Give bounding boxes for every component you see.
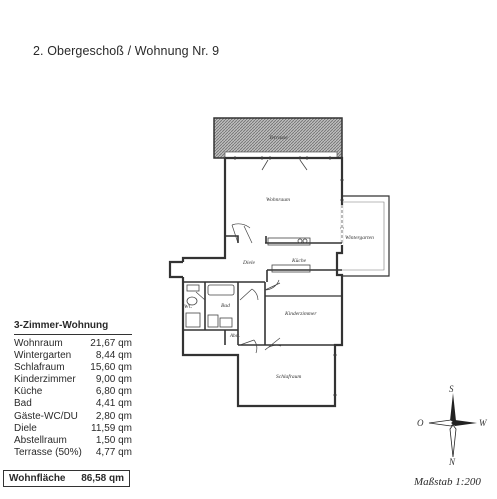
window-marks	[234, 156, 344, 396]
bathroom-fittings	[185, 284, 235, 328]
room-area: 8,44 qm	[95, 350, 132, 362]
total-area-box: Wohnfläche 86,58 qm	[3, 470, 130, 487]
area-table-row: Terrasse (50%) 4,77 qm	[14, 447, 132, 459]
winter-garden	[340, 195, 390, 277]
room-area: 2,80 qm	[95, 410, 132, 422]
room-name: Diele	[14, 422, 37, 434]
room-name: Schlafraum	[14, 362, 65, 374]
room-name: Kinderzimmer	[14, 374, 76, 386]
terrace	[213, 117, 343, 159]
area-table-row: Küche 6,80 qm	[14, 386, 132, 398]
room-area: 15,60 qm	[90, 362, 132, 374]
room-label-schlafraum: Schlafraum	[276, 373, 301, 380]
scale-label: Maßstab 1:200	[414, 476, 481, 488]
room-label-diele: Diele	[242, 260, 255, 266]
compass-north-label: N	[448, 457, 456, 465]
room-name: Küche	[14, 386, 43, 398]
area-table-row: Kinderzimmer 9,00 qm	[14, 374, 132, 386]
area-table-row: Wohnraum 21,67 qm	[14, 338, 132, 350]
compass-west-label: W	[479, 418, 488, 428]
area-table-row: Diele 11,59 qm	[14, 423, 132, 435]
compass-east-label: O	[417, 418, 424, 428]
total-area-label: Wohnfläche	[9, 473, 66, 484]
area-table-row: Schlafraum 15,60 qm	[14, 362, 132, 374]
room-label-wc: WC	[184, 304, 193, 310]
room-name: Abstellraum	[14, 434, 67, 446]
room-label-abst: Abst.	[229, 334, 240, 339]
room-name: Gäste-WC/DU	[14, 410, 78, 422]
room-area: 4,77 qm	[95, 446, 132, 458]
room-name: Bad	[14, 398, 32, 410]
kitchen-fittings	[267, 237, 311, 273]
area-table-row: Wintergarten 8,44 qm	[14, 350, 132, 362]
area-table-row: Gäste-WC/DU 2,80 qm	[14, 411, 132, 423]
room-name: Wohnraum	[14, 338, 63, 349]
room-area: 11,59 qm	[91, 422, 132, 434]
room-area: 21,67 qm	[90, 338, 132, 349]
room-name: Terrasse (50%)	[14, 446, 82, 458]
room-area: 1,50 qm	[95, 434, 132, 446]
room-name: Wintergarten	[14, 350, 72, 362]
room-label-wintergarten: Wintergarten	[345, 235, 374, 241]
area-table-heading: 3-Zimmer-Wohnung	[14, 320, 132, 335]
area-table-row: Abstellraum 1,50 qm	[14, 435, 132, 447]
room-label-kueche: Küche	[291, 258, 307, 264]
area-table-row: Bad 4,41 qm	[14, 398, 132, 410]
interior-walls	[183, 235, 342, 346]
page-title: 2. Obergeschoß / Wohnung Nr. 9	[33, 44, 220, 58]
compass-rose-icon: S N O W	[417, 385, 488, 465]
room-area: 4,41 qm	[95, 398, 132, 410]
compass-south-label: S	[449, 385, 454, 394]
room-area: 6,80 qm	[95, 386, 132, 398]
room-area: 9,00 qm	[95, 374, 132, 386]
room-label-bad: Bad	[221, 303, 230, 309]
door-swings	[195, 223, 282, 354]
total-area-value: 86,58 qm	[81, 473, 124, 484]
room-label-terrasse: Terrasse	[269, 135, 288, 141]
room-label-kinderzimmer: Kinderzimmer	[284, 311, 317, 317]
room-label-wohnraum: Wohnraum	[266, 197, 290, 203]
